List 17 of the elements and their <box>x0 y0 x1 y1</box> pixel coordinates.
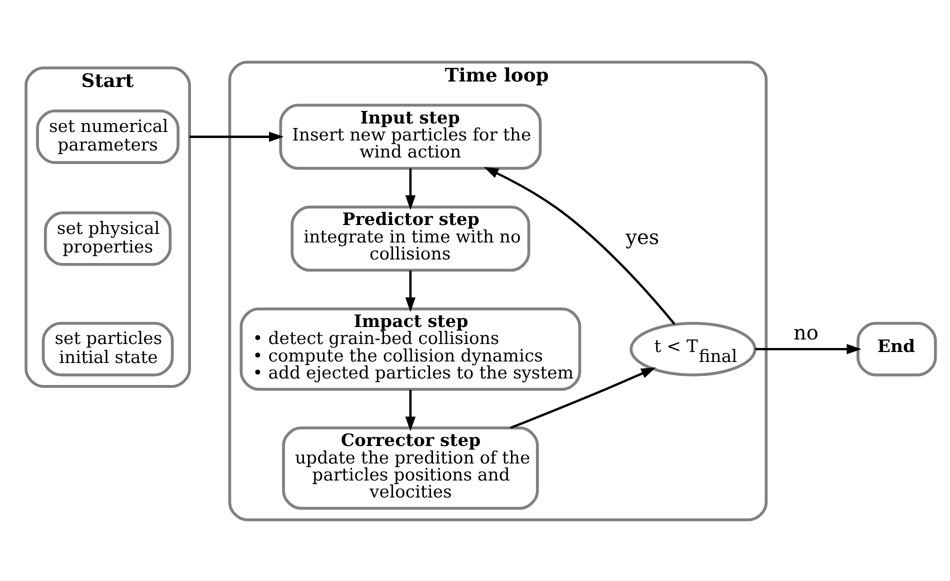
node-box: Impact step • detect grain-bed collisions • compute the collision dynamics • add ejected particles to the system <box>240 307 582 390</box>
node-box: Input step Insert new particles for the wind action <box>279 103 542 170</box>
edge-label: no <box>794 320 819 344</box>
arrow <box>405 389 416 431</box>
node-box: set numerical parameters <box>36 109 180 164</box>
node-box: set physical properties <box>44 210 172 266</box>
arrow <box>510 366 656 428</box>
edge-label: yes <box>626 224 660 248</box>
arrow <box>755 343 862 354</box>
node-box: Predictor step integrate in time with no collisions <box>290 205 530 272</box>
node-box: Corrector step update the predition of the particles positions and velocities <box>282 426 539 510</box>
arrow <box>484 166 676 324</box>
node-box: set particles initial state <box>42 321 174 376</box>
arrow <box>405 168 416 210</box>
node-box: End <box>856 321 937 376</box>
arrow <box>405 270 416 312</box>
arrow <box>190 131 284 142</box>
